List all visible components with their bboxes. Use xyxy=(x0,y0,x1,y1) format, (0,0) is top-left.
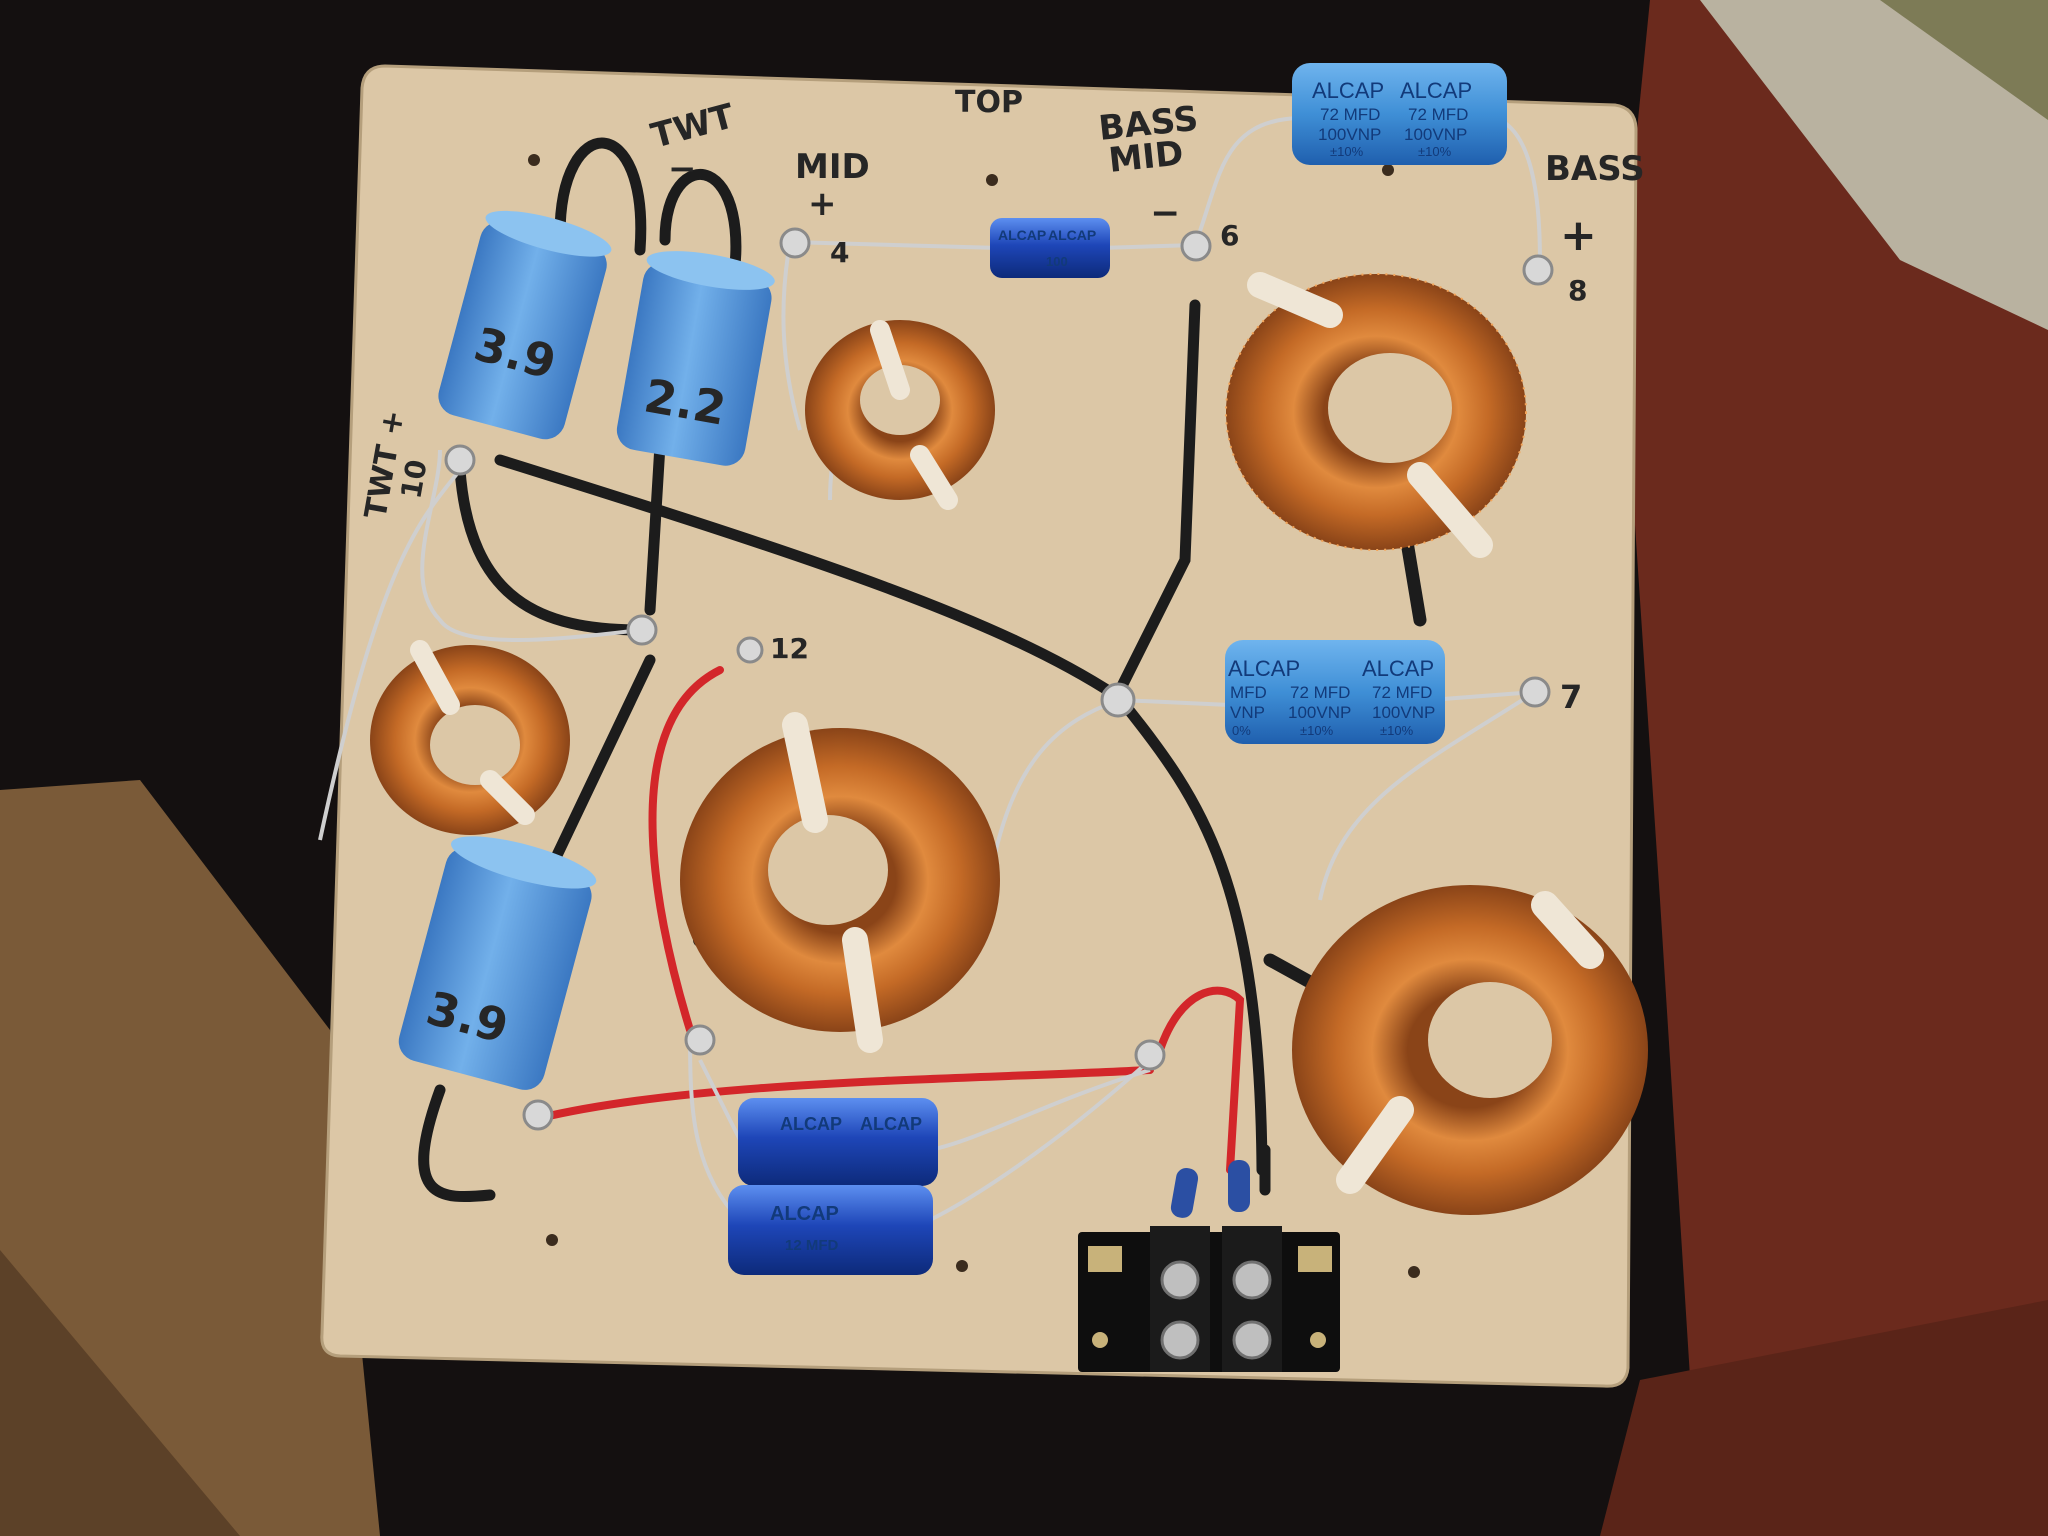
inductor-large-bottom-right xyxy=(1292,885,1648,1215)
node-bass-plus xyxy=(1522,254,1554,286)
red-wires xyxy=(536,666,1245,1174)
alcap-top-brand-2: ALCAP xyxy=(1400,78,1472,103)
inductor-large-center xyxy=(680,712,1000,1053)
alcap-mid-l3-c: ±10% xyxy=(1380,723,1414,738)
alcap-mid-l2-a: VNP xyxy=(1230,703,1265,722)
node-bottom-left xyxy=(522,1099,554,1131)
label-top: TOP xyxy=(955,85,1023,120)
alcap-mid-l3-b: ±10% xyxy=(1300,723,1334,738)
alcap-top-l1-b: 72 MFD xyxy=(1408,105,1468,124)
film-cap-3-9-bottom: 3.9 xyxy=(398,836,597,1090)
alcap-small-top: ALCAP ALCAP 100 xyxy=(990,218,1110,278)
label-bass-plus: BASS xyxy=(1545,149,1645,189)
alcap-small-brand-1: ALCAP xyxy=(998,227,1046,243)
alcap-bp-upper-brand-2: ALCAP xyxy=(860,1114,922,1134)
silver-leads xyxy=(318,116,1542,1222)
terminal-block xyxy=(1078,1160,1340,1372)
alcap-mid-l1-a: MFD xyxy=(1230,683,1267,702)
label-mid-plus: MID xyxy=(795,147,870,187)
label-bass-mid-2: MID xyxy=(1107,133,1185,181)
inductor-small-left xyxy=(370,640,570,835)
label-node-12: 12 xyxy=(770,632,809,665)
film-capacitors: 3.9 2.2 3.9 xyxy=(398,210,775,1090)
node-left-junction xyxy=(626,614,658,646)
alcap-mid-brand-2: ALCAP xyxy=(1362,656,1434,681)
alcap-small-brand-2: ALCAP xyxy=(1048,227,1096,243)
alcap-top-brand-1: ALCAP xyxy=(1312,78,1384,103)
alcap-bp-upper-brand: ALCAP xyxy=(780,1114,842,1134)
node-center xyxy=(1100,682,1136,718)
alcap-top-l3-b: ±10% xyxy=(1418,144,1452,159)
alcap-bottom-pair-upper: ALCAP ALCAP xyxy=(738,1098,938,1186)
alcap-mid-l1-b: 72 MFD xyxy=(1290,683,1350,702)
alcap-mid-l2-b: 100VNP xyxy=(1288,703,1351,722)
label-node-7: 7 xyxy=(1560,678,1582,716)
electrolytic-capacitors: ALCAP ALCAP 72 MFD 72 MFD 100VNP 100VNP … xyxy=(728,63,1507,1275)
alcap-bp-lower-label: 12 MFD xyxy=(785,1237,839,1254)
inductor-large-top-right xyxy=(1225,272,1527,558)
alcap-mid-l3-a: 0% xyxy=(1232,723,1251,738)
label-twt-plus-num: 10 xyxy=(394,457,433,501)
handwritten-labels: TOP TWT − TWT + 10 MID + 4 BASS MID − 6 … xyxy=(358,85,1644,716)
label-mid-plus-num: 4 xyxy=(830,236,849,269)
node-cap-pair xyxy=(1134,1039,1166,1071)
alcap-bottom-pair-lower: ALCAP 12 MFD xyxy=(728,1185,933,1275)
alcap-mid-l2-c: 100VNP xyxy=(1372,703,1435,722)
alcap-top-l3-a: ±10% xyxy=(1330,144,1364,159)
alcap-top-l2-b: 100VNP xyxy=(1404,125,1467,144)
label-bass-plus-num: 8 xyxy=(1568,274,1587,307)
alcap-top-right: ALCAP ALCAP 72 MFD 72 MFD 100VNP 100VNP … xyxy=(1292,63,1507,165)
node-mid-plus xyxy=(779,227,811,259)
alcap-middle-right: ALCAP ALCAP MFD 72 MFD 72 MFD VNP 100VNP… xyxy=(1225,640,1445,744)
alcap-small-l1: 100 xyxy=(1046,254,1068,269)
alcap-top-l1-a: 72 MFD xyxy=(1320,105,1380,124)
label-mid-plus-sign: + xyxy=(808,184,837,224)
label-bass-plus-sign: + xyxy=(1560,210,1597,261)
alcap-bp-lower-brand: ALCAP xyxy=(770,1203,839,1225)
inductor-small-top xyxy=(805,320,995,510)
alcap-mid-brand-1: ALCAP xyxy=(1228,656,1300,681)
label-bass-mid-num: 6 xyxy=(1220,219,1239,252)
node-bass-mid-minus xyxy=(1180,230,1212,262)
film-cap-3-9-top: 3.9 xyxy=(438,210,612,440)
node-twt-plus xyxy=(444,444,476,476)
alcap-mid-l1-c: 72 MFD xyxy=(1372,683,1432,702)
solder-nodes xyxy=(444,227,1554,1131)
node-7 xyxy=(1519,676,1551,708)
label-twt-minus-sign: − xyxy=(668,149,697,189)
alcap-top-l2-a: 100VNP xyxy=(1318,125,1381,144)
film-cap-2-2: 2.2 xyxy=(616,251,775,466)
node-lower-left xyxy=(684,1024,716,1056)
inductors xyxy=(370,272,1648,1215)
node-12 xyxy=(736,636,764,664)
label-bass-mid-sign: − xyxy=(1150,193,1180,234)
